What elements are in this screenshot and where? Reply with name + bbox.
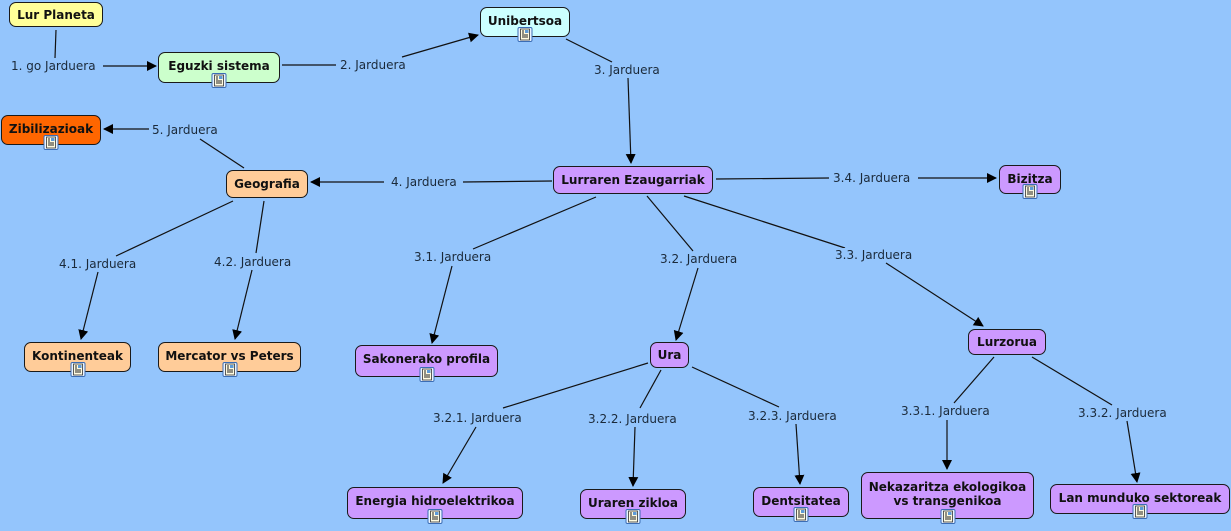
concept-label: Mercator vs Peters <box>165 349 294 363</box>
link-label[interactable]: 4.2. Jarduera <box>212 255 294 269</box>
concept-label: Lurraren Ezaugarriak <box>561 173 705 187</box>
resource-document-icon[interactable] <box>1132 504 1148 519</box>
concept-label: Unibertsoa <box>487 14 563 28</box>
concept-zibilizazioak[interactable]: Zibilizazioak <box>1 115 101 150</box>
link-label[interactable]: 3.3.2. Jarduera <box>1076 406 1169 420</box>
link-label[interactable]: 3.2.1. Jarduera <box>431 411 524 425</box>
line-l3-b <box>625 77 636 164</box>
concept-geografia[interactable]: Geografia <box>226 170 308 198</box>
resource-document-icon[interactable] <box>43 135 59 150</box>
concept-lurzorua[interactable]: Lurzorua <box>968 329 1046 355</box>
line-l321-b <box>442 426 477 484</box>
resource-document-icon[interactable] <box>427 509 443 524</box>
concept-kontinenteak[interactable]: Kontinenteak <box>24 342 131 377</box>
resource-document-icon[interactable] <box>222 362 237 377</box>
line-l5-a <box>199 138 245 169</box>
line-l332-a <box>1031 356 1113 406</box>
link-label[interactable]: 1. go Jarduera <box>9 59 98 73</box>
concept-bizitza[interactable]: Bizitza <box>999 165 1061 199</box>
concept-label: Uraren zikloa <box>587 496 679 510</box>
resource-document-icon[interactable] <box>419 367 434 382</box>
line-l33-b <box>885 262 984 327</box>
line-l31-b <box>429 265 453 344</box>
concept-label: Zibilizazioak <box>8 122 94 136</box>
concept-label: Eguzki sistema <box>168 59 270 73</box>
concept-sakonerako-profila[interactable]: Sakonerako profila <box>355 345 498 382</box>
link-label[interactable]: 3.2.3. Jarduera <box>746 409 839 423</box>
resource-document-icon[interactable] <box>517 27 533 42</box>
link-label[interactable]: 3.1. Jarduera <box>412 250 494 264</box>
link-label[interactable]: 2. Jarduera <box>338 58 408 72</box>
concept-label: Energia hidroelektrikoa <box>355 494 515 508</box>
resource-document-icon[interactable] <box>70 362 85 377</box>
concept-label: Geografia <box>234 177 300 191</box>
concept-label: Kontinenteak <box>32 349 123 363</box>
line-l323-a <box>691 366 780 408</box>
concept-mercator-vs-peters[interactable]: Mercator vs Peters <box>158 342 301 377</box>
line-l323-b <box>794 423 805 485</box>
concept-label: Sakonerako profila <box>362 352 491 366</box>
concept-energia-hidroelektrikoa[interactable]: Energia hidroelektrikoa <box>347 487 523 524</box>
concept-nekazaritza[interactable]: Nekazaritza ekologikoa vs transgenikoa <box>861 472 1034 524</box>
line-l2-b <box>401 32 479 58</box>
concept-unibertsoa[interactable]: Unibertsoa <box>480 7 570 42</box>
link-label[interactable]: 3.2.2. Jarduera <box>586 412 679 426</box>
link-label[interactable]: 3.2. Jarduera <box>658 252 740 266</box>
resource-document-icon[interactable] <box>211 73 227 88</box>
link-label[interactable]: 3.4. Jarduera <box>831 171 913 185</box>
line-l321-a <box>502 362 649 409</box>
line-l331-a <box>953 356 995 404</box>
concept-label: Lurzorua <box>977 335 1037 349</box>
line-l32-a <box>646 195 694 252</box>
resource-document-icon[interactable] <box>625 509 641 524</box>
concept-lurraren-ezaugarriak[interactable]: Lurraren Ezaugarriak <box>553 166 713 194</box>
link-label[interactable]: 3.3. Jarduera <box>833 248 915 262</box>
line-l322-b <box>628 426 639 487</box>
concept-label: Lur Planeta <box>17 8 95 22</box>
line-l42-a <box>255 200 265 254</box>
link-label[interactable]: 3.3.1. Jarduera <box>899 404 992 418</box>
line-l1-a <box>54 29 57 59</box>
concept-lur-planeta[interactable]: Lur Planeta <box>9 2 103 27</box>
line-l41-b <box>78 271 99 340</box>
resource-document-icon[interactable] <box>940 509 955 524</box>
line-l3-a <box>565 38 613 63</box>
concept-lan-munduko-sektoreak[interactable]: Lan munduko sektoreak <box>1050 484 1230 519</box>
link-label[interactable]: 5. Jarduera <box>150 123 220 137</box>
resource-document-icon[interactable] <box>793 507 809 522</box>
concept-label: Dentsitatea <box>761 494 841 508</box>
line-l332-b <box>1126 420 1141 483</box>
line-l33-a <box>683 195 846 249</box>
concept-label: Lan munduko sektoreak <box>1058 491 1222 505</box>
line-l42-b <box>232 269 253 340</box>
line-l41-a <box>115 200 234 257</box>
line-l322-a <box>639 369 662 409</box>
line-l4-a <box>462 180 553 183</box>
concept-uraren-zikloa[interactable]: Uraren zikloa <box>580 489 686 524</box>
link-label[interactable]: 4.1. Jarduera <box>57 257 139 271</box>
line-l34-a <box>715 177 830 180</box>
line-l32-b <box>673 267 699 341</box>
concept-label: Ura <box>657 348 682 362</box>
line-l31-a <box>472 196 597 250</box>
concept-dentsitatea[interactable]: Dentsitatea <box>753 487 849 522</box>
concept-label: Nekazaritza ekologikoa vs transgenikoa <box>868 480 1027 508</box>
concept-eguzki-sistema[interactable]: Eguzki sistema <box>158 52 280 88</box>
concept-ura[interactable]: Ura <box>650 342 689 368</box>
link-label[interactable]: 3. Jarduera <box>592 63 662 77</box>
link-label[interactable]: 4. Jarduera <box>389 175 459 189</box>
resource-document-icon[interactable] <box>1022 184 1038 199</box>
concept-label: Bizitza <box>1007 172 1053 186</box>
